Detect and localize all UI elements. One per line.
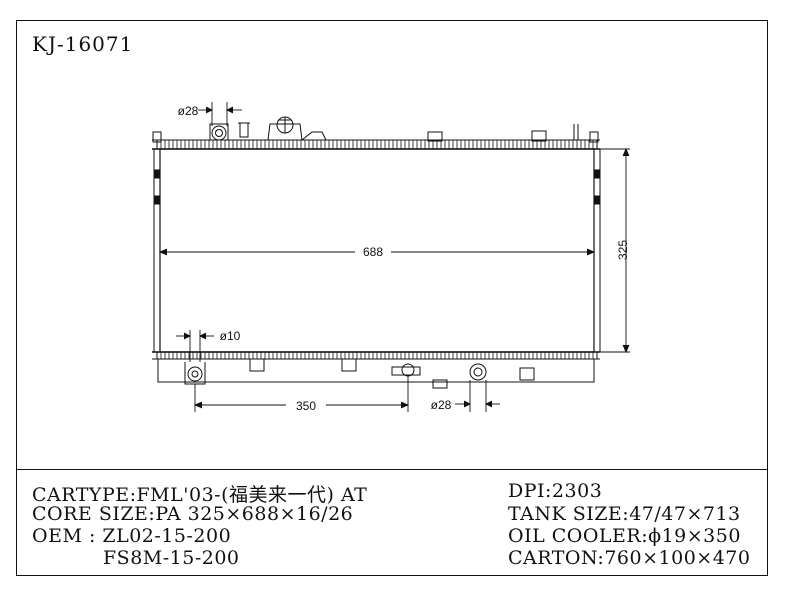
drawing-frame bbox=[16, 20, 768, 576]
dim-core-height: 325 bbox=[616, 240, 630, 260]
spec-divider bbox=[16, 469, 768, 470]
radiator-drawing: 688 ø28 ø10 350 ø28 325 bbox=[152, 102, 630, 413]
spec-dpi: DPI:2303 bbox=[508, 480, 603, 502]
dim-outlet-diameter: ø28 bbox=[431, 398, 452, 412]
top-tank bbox=[152, 116, 600, 150]
dim-drain-diameter: ø10 bbox=[220, 329, 241, 343]
spec-tank-size: TANK SIZE:47/47×713 bbox=[508, 503, 741, 525]
dim-core-width: 688 bbox=[363, 245, 383, 259]
dim-pipe-spacing: 350 bbox=[296, 399, 316, 413]
spec-core-size: CORE SIZE:PA 325×688×16/26 bbox=[32, 503, 354, 525]
spec-cartype: CARTYPE:FML'03-(福美来一代) AT bbox=[32, 484, 368, 506]
part-code: KJ-16071 bbox=[32, 32, 134, 56]
spec-oil-cooler: OIL COOLER:ϕ19×350 bbox=[508, 525, 741, 547]
spec-oem: OEM : ZL02-15-200 bbox=[32, 525, 232, 547]
spec-carton: CARTON:760×100×470 bbox=[508, 547, 751, 569]
bottom-tank bbox=[152, 351, 600, 389]
spec-oem-2: FS8M-15-200 bbox=[103, 547, 240, 569]
dim-inlet-diameter: ø28 bbox=[178, 104, 199, 118]
